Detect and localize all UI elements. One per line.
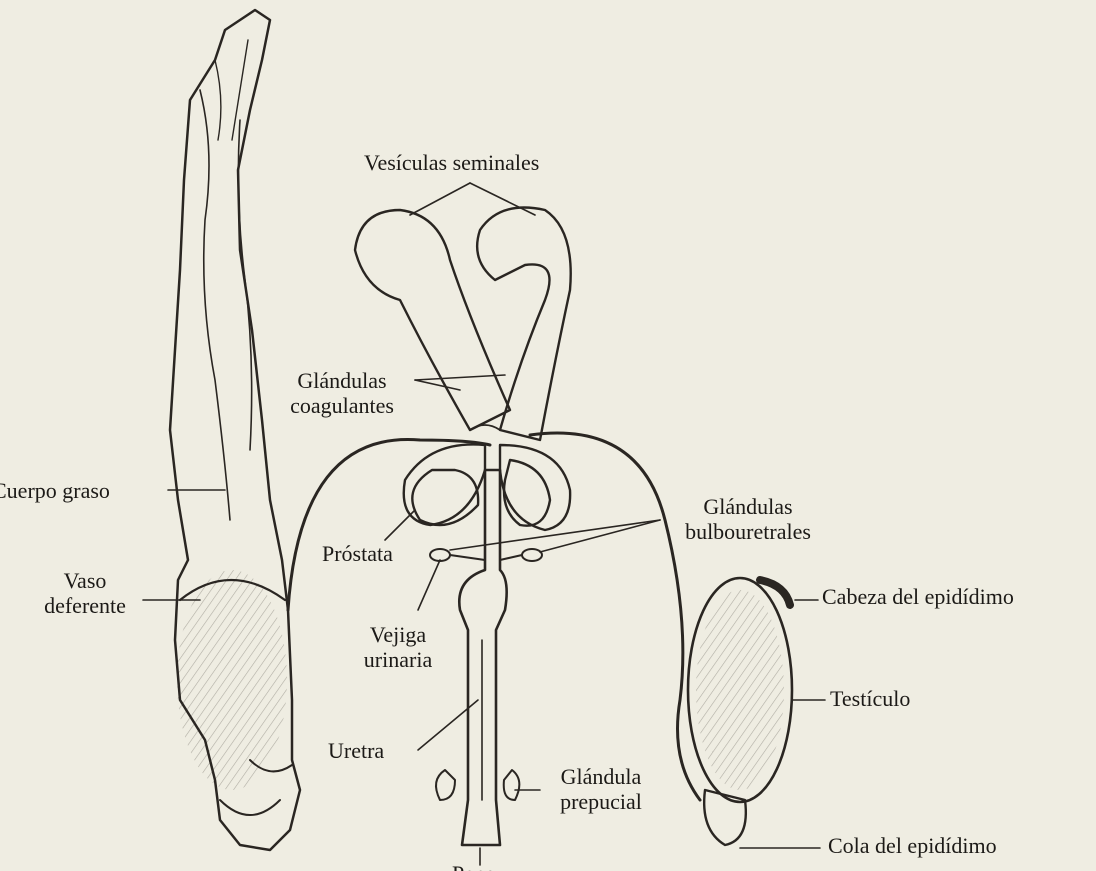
prostate-glands — [404, 444, 570, 530]
label-vaso-deferente: Vaso deferente — [44, 568, 126, 619]
label-pene: Pene — [452, 863, 495, 871]
label-line: prepucial — [560, 789, 642, 814]
label-glandulas-coagulantes: Glándulas coagulantes — [290, 368, 394, 419]
label-testiculo: Testículo — [830, 688, 910, 710]
vas-deferens-left — [288, 439, 490, 610]
label-uretra: Uretra — [328, 740, 384, 762]
left-organ — [170, 10, 300, 850]
label-line: Glándulas — [290, 368, 394, 393]
label-line: Vaso — [44, 568, 126, 593]
label-glandulas-bulbouretrales: Glándulas bulbouretrales — [685, 494, 811, 545]
label-cabeza-epididimo: Cabeza del epidídimo — [822, 586, 1014, 608]
right-testis — [688, 578, 792, 845]
vas-deferens-right — [530, 433, 700, 800]
label-line: Glándulas — [685, 494, 811, 519]
label-glandula-prepucial: Glándula prepucial — [560, 764, 642, 815]
label-line: coagulantes — [290, 393, 394, 418]
label-cola-epididimo: Cola del epidídimo — [828, 835, 997, 857]
label-line: deferente — [44, 593, 126, 618]
label-prostata: Próstata — [322, 543, 393, 565]
label-line: Vejiga — [364, 622, 432, 647]
label-cuerpo-graso: Cuerpo graso — [0, 480, 110, 502]
label-line: bulbouretrales — [685, 519, 811, 544]
label-vesiculas-seminales: Vesículas seminales — [364, 152, 539, 174]
label-vejiga-urinaria: Vejiga urinaria — [364, 622, 432, 673]
label-line: urinaria — [364, 647, 432, 672]
label-line: Glándula — [560, 764, 642, 789]
